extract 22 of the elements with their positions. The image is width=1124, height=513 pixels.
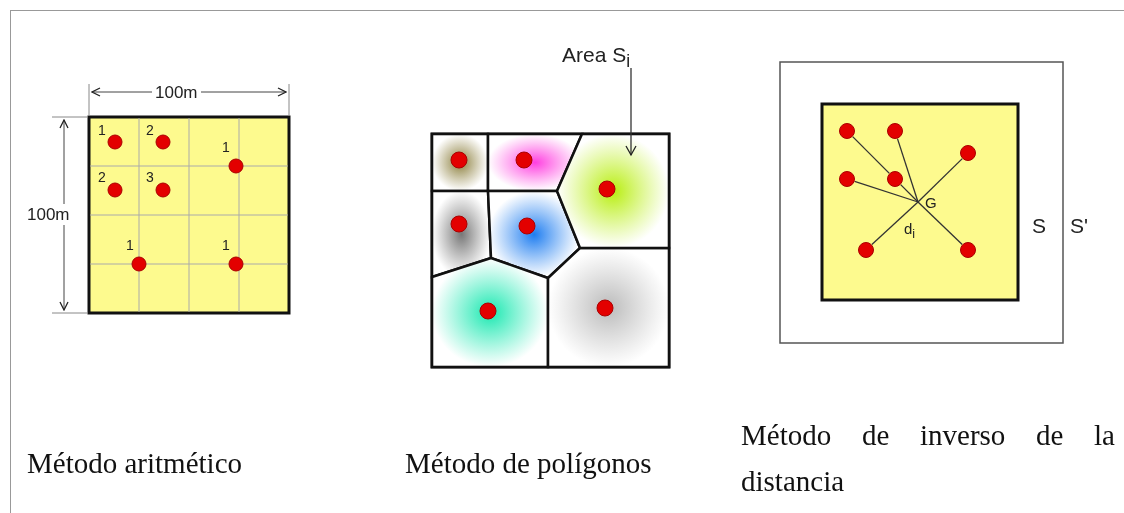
method-caption: Método aritmético	[27, 446, 243, 481]
count-label: 1	[126, 236, 134, 254]
count-label: 2	[146, 121, 154, 139]
count-label: 3	[146, 168, 154, 186]
connector-line	[871, 201, 919, 246]
count-label: 1	[222, 138, 230, 156]
leader-arrow	[625, 67, 637, 156]
count-label: 2	[98, 168, 106, 186]
method-caption: Método de polígonos	[405, 446, 652, 481]
connector-line	[917, 157, 963, 203]
connector-line	[917, 201, 963, 246]
text-label: Area S$_{i}$	[562, 42, 631, 68]
connector-line	[896, 137, 919, 203]
area-label: S	[1032, 213, 1046, 238]
connector-line	[853, 180, 919, 203]
connector-line	[852, 136, 890, 174]
connector-line	[900, 184, 919, 203]
method-caption: Método de inverso de la distancia	[741, 418, 1115, 499]
area-label: S'	[1070, 213, 1089, 238]
count-label: 1	[98, 121, 106, 139]
text-label: G	[918, 193, 937, 213]
count-label: 1	[222, 236, 230, 254]
